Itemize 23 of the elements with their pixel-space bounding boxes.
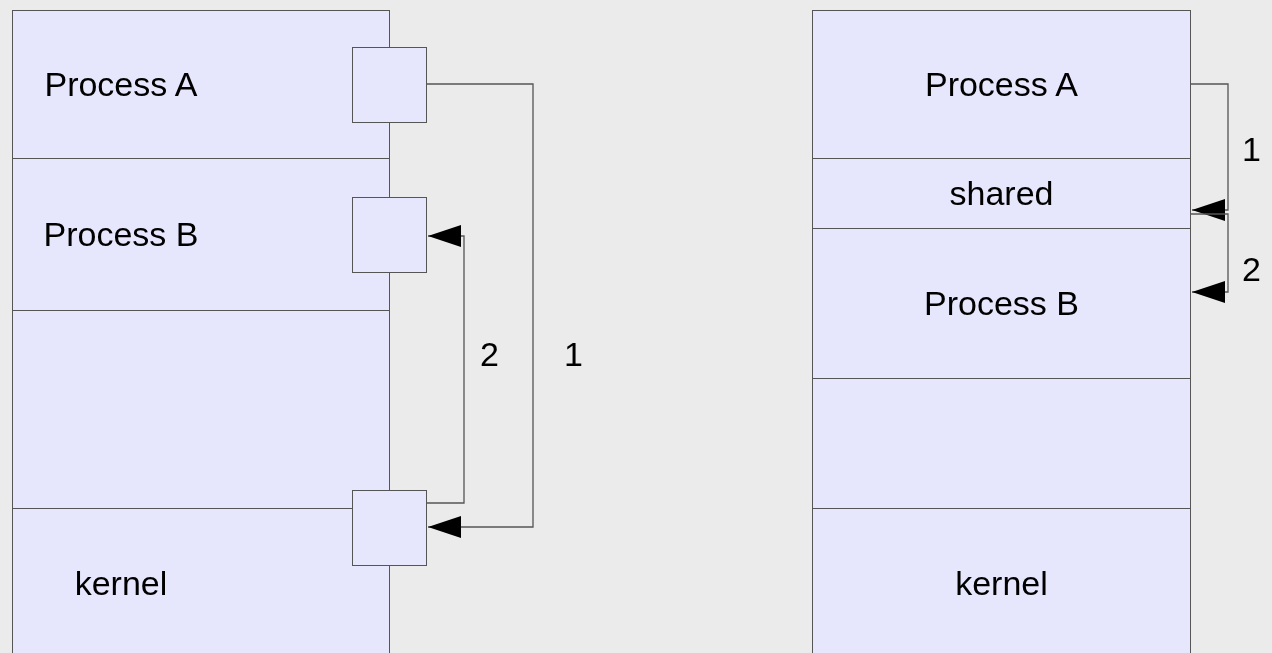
memory-region bbox=[812, 10, 1191, 159]
region-label: kernel bbox=[74, 563, 168, 603]
region-label: Process A bbox=[924, 65, 1079, 104]
empty-box bbox=[352, 490, 427, 566]
arrow bbox=[426, 83, 534, 538]
arrow bbox=[426, 225, 465, 504]
memory-region bbox=[12, 10, 390, 159]
region-label: kernel bbox=[955, 563, 1048, 603]
arrow bbox=[1190, 213, 1229, 303]
region-label: Process B bbox=[43, 215, 199, 254]
memory-region bbox=[812, 158, 1191, 229]
empty-box bbox=[812, 378, 1191, 509]
memory-region bbox=[12, 158, 390, 311]
region-label: Process A bbox=[44, 65, 198, 104]
empty-box bbox=[12, 310, 390, 509]
region-label: Process B bbox=[924, 284, 1079, 323]
memory-region bbox=[12, 508, 390, 653]
arrow bbox=[1190, 83, 1229, 221]
memory-region bbox=[812, 508, 1191, 653]
empty-box bbox=[352, 47, 427, 123]
region-label: shared bbox=[949, 174, 1054, 213]
empty-box bbox=[352, 197, 427, 273]
memory-region bbox=[812, 228, 1191, 379]
